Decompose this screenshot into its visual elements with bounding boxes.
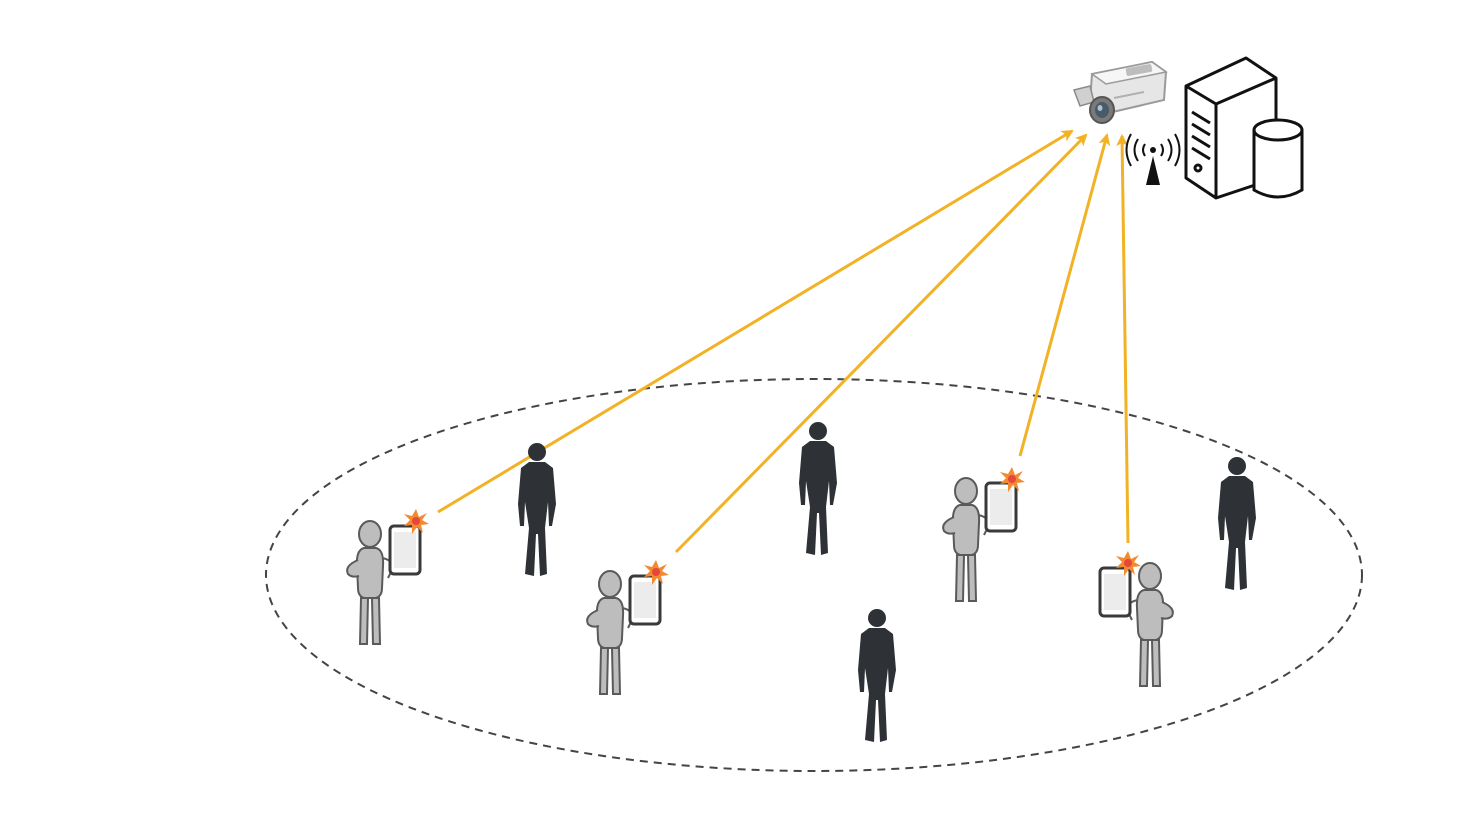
bystander-2-icon — [799, 422, 837, 555]
bystander-1-icon — [518, 443, 556, 576]
phone-user-4-icon — [1098, 561, 1175, 688]
phone-user-3-icon — [941, 476, 1018, 603]
bystander-4-icon — [1218, 457, 1256, 590]
wireless-antenna-icon — [1125, 133, 1181, 185]
arrow-user-2-to-camera — [674, 133, 1088, 554]
phone-user-1-icon — [345, 519, 422, 646]
arrow-user-4-to-camera — [1116, 134, 1130, 544]
surveillance-camera-icon — [1073, 60, 1168, 124]
phone-user-2-icon — [585, 569, 662, 696]
arrow-user-3-to-camera — [1018, 133, 1111, 457]
database-icon — [1252, 118, 1304, 199]
bystander-3-icon — [858, 609, 896, 742]
coverage-zone-ellipse — [265, 378, 1363, 772]
